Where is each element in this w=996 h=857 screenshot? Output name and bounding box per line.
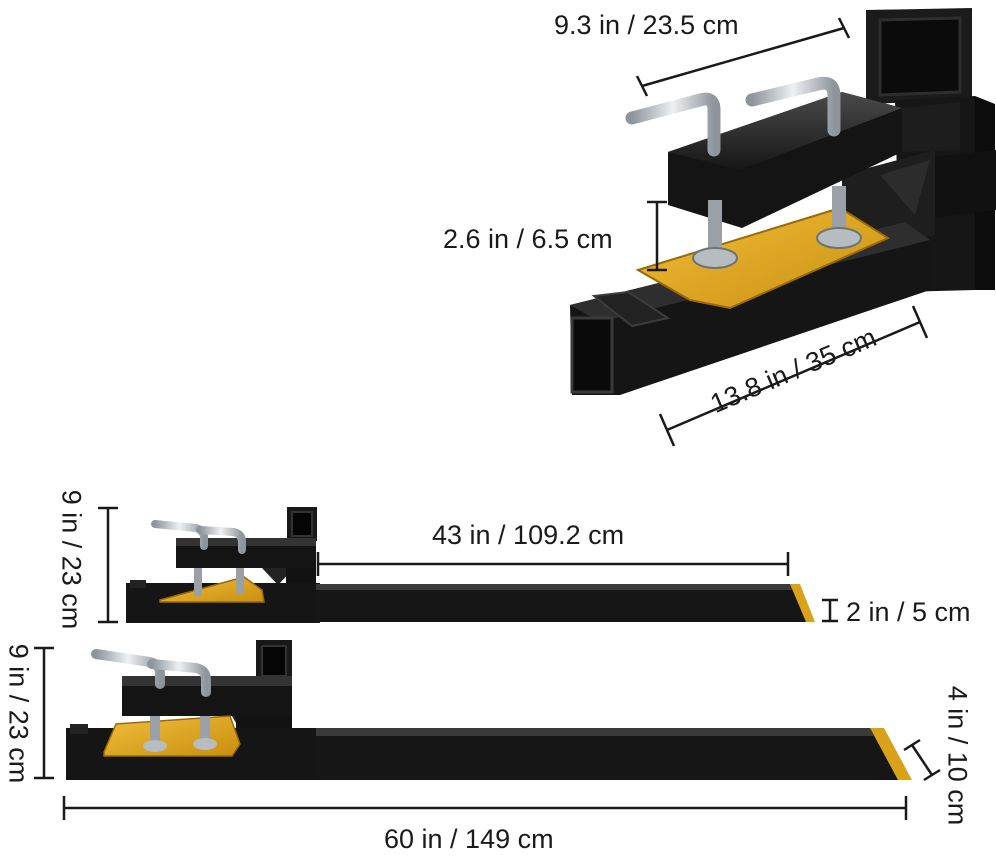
small-height-label: 9 in / 23 cm — [56, 489, 87, 630]
clamp-width-dimension — [635, 17, 851, 97]
total-length-dimension — [62, 796, 908, 820]
clamp-gap-label: 2.6 in / 6.5 cm — [443, 224, 613, 254]
clamp-width-label: 9.3 in / 23.5 cm — [554, 10, 739, 40]
clamp-closeup — [570, 8, 996, 395]
clamp-gap-dimension — [647, 200, 667, 272]
large-fork — [66, 640, 912, 780]
large-height-dimension — [34, 646, 54, 780]
large-fork-thickness-dimension — [903, 738, 941, 782]
small-fork — [126, 507, 815, 623]
large-height-label: 9 in / 23 cm — [3, 643, 34, 784]
total-length-label: 60 in / 149 cm — [384, 824, 554, 854]
small-fork-length-dimension — [316, 552, 790, 576]
small-height-dimension — [98, 506, 118, 624]
clamp-length-dimension — [658, 305, 929, 447]
small-fork-length-label: 43 in / 109.2 cm — [432, 520, 625, 550]
large-fork-thickness-label: 4 in / 10 cm — [942, 685, 973, 826]
small-fork-thickness-dimension — [822, 598, 838, 623]
small-fork-thickness-label: 2 in / 5 cm — [846, 597, 971, 627]
